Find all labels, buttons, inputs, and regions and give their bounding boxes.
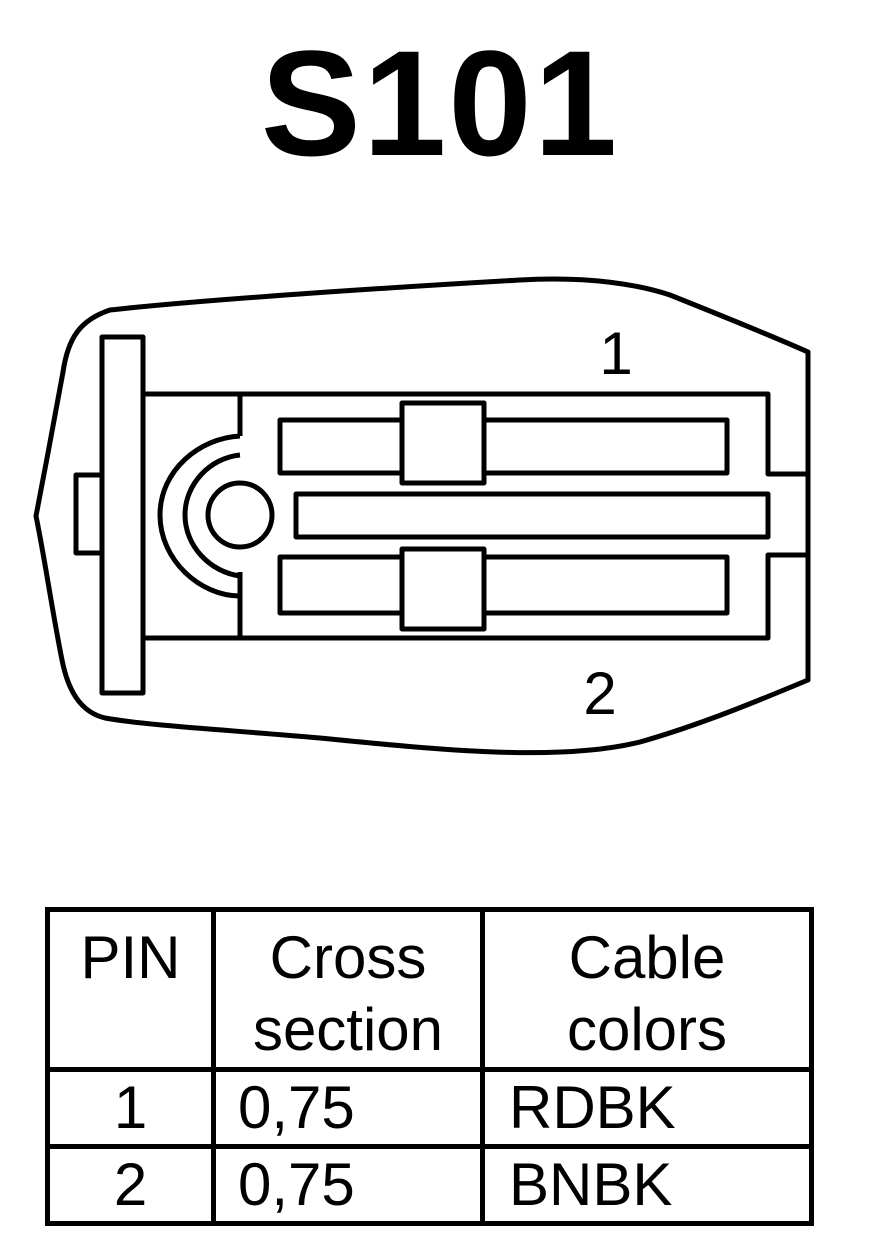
- cell-pin: 1: [45, 1067, 216, 1149]
- terminal-slot-1: [277, 417, 730, 476]
- connector-diagram: 1 2: [33, 276, 811, 756]
- table-header-row: PIN Cross section Cable colors: [45, 907, 814, 1072]
- table-row: 2 0,75 BNBK: [45, 1144, 814, 1226]
- table-row: 1 0,75 RDBK: [45, 1067, 814, 1149]
- inner-frame: [143, 391, 808, 641]
- semicircle-latch: [157, 433, 241, 599]
- latch-tab: [73, 472, 105, 556]
- connector-housing-outline: [33, 276, 811, 756]
- locking-strip: [99, 334, 146, 696]
- cell-pin: 2: [45, 1144, 216, 1226]
- contact-block-1: [399, 400, 487, 486]
- pin-label-1: 1: [599, 320, 632, 387]
- contact-block-2: [399, 546, 487, 632]
- cell-cable-color: RDBK: [480, 1067, 814, 1149]
- header-cable-colors: Cable colors: [480, 907, 814, 1072]
- header-cable-colors-line-1: Cable: [568, 924, 726, 991]
- header-cross-section-line-1: Cross: [269, 924, 427, 991]
- connector-title: S101: [260, 19, 620, 187]
- header-cross-section-line-2: section: [252, 996, 444, 1063]
- header-cross-section: Cross section: [211, 907, 485, 1072]
- header-cable-colors-line-2: colors: [566, 996, 728, 1063]
- center-hole: [205, 480, 275, 550]
- header-pin: PIN: [45, 907, 216, 1072]
- cell-cable-color: BNBK: [480, 1144, 814, 1226]
- cell-cross-section: 0,75: [211, 1144, 485, 1226]
- center-slot: [293, 491, 771, 540]
- pin-label-2: 2: [583, 660, 616, 727]
- pin-assignment-table: PIN Cross section Cable colors 1 0,75 RD…: [45, 907, 814, 1226]
- cell-cross-section: 0,75: [211, 1067, 485, 1149]
- terminal-slot-2: [277, 554, 730, 616]
